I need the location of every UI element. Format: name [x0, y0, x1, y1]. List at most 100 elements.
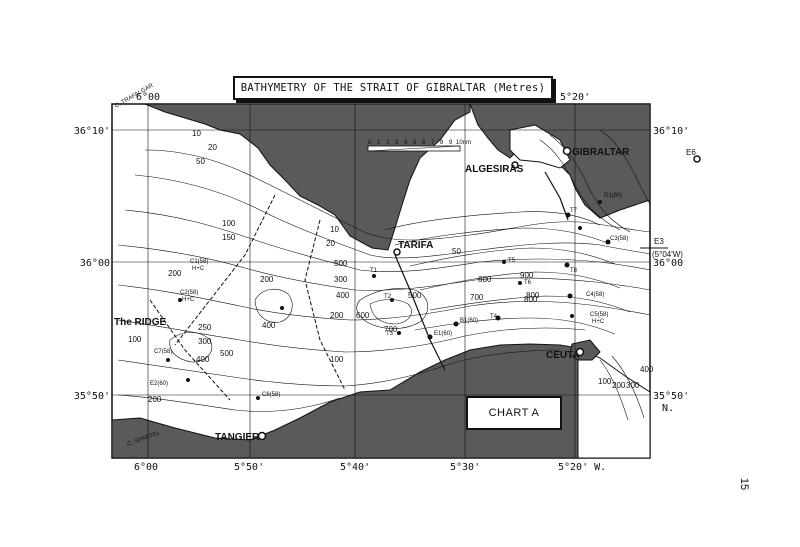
scale-tick-1: 1: [377, 140, 381, 146]
station-label: D1(60): [604, 193, 622, 199]
station-label: T7: [570, 208, 578, 214]
station-label: C4(58): [586, 292, 604, 298]
depth-label: 500: [334, 259, 348, 268]
lon-label-bottom-2: 5°50': [234, 462, 264, 473]
spain-landmass: [144, 103, 471, 251]
station-label: B1(60): [460, 318, 478, 324]
station-label: C5(58): [590, 312, 608, 318]
station-label: T8: [570, 268, 578, 274]
depth-label: 900: [520, 271, 534, 280]
label-ceuta: CEUTA: [546, 350, 580, 361]
depth-label: 400: [336, 291, 350, 300]
depth-label: 600: [478, 275, 492, 284]
chart-label: CHART A: [466, 396, 562, 430]
depth-label: 700: [470, 293, 484, 302]
station-label: T5: [508, 258, 516, 264]
lat-label-right-4: N.: [662, 403, 674, 414]
section-lines: [149, 194, 346, 401]
station-label: E2(60): [150, 381, 168, 387]
lat-label-left-2: 36°00: [80, 258, 110, 269]
depth-label: 100: [222, 219, 236, 228]
scale-tick-6: 6: [422, 140, 426, 146]
depth-label: 20: [208, 143, 217, 152]
map-title: BATHYMETRY OF THE STRAIT OF GIBRALTAR (M…: [233, 76, 553, 100]
depth-label: 100: [598, 377, 612, 386]
depth-label: 200: [260, 275, 274, 284]
scale-tick-2: 2: [386, 140, 390, 146]
station-label: T3: [386, 331, 394, 337]
station-label: C1(58): [190, 259, 208, 265]
depth-label: 300: [626, 381, 640, 390]
station-label: T6: [524, 280, 532, 286]
lat-label-right-3: 35°50': [653, 391, 689, 402]
depth-label: 50: [452, 247, 461, 256]
lon-label-bottom-3: 5°40': [340, 462, 370, 473]
lat-label-left-1: 36°10': [74, 126, 110, 137]
depth-labels: 10 20 50 100 150 200 250 300 400 500 600…: [128, 129, 654, 404]
station-label: C3(58): [610, 236, 628, 242]
depth-label: 400: [262, 321, 276, 330]
station-label: C6(58): [262, 392, 280, 398]
station-label: T2: [384, 294, 392, 300]
lon-label-top-1: 6°00: [136, 92, 160, 103]
label-gibraltar: GIBRALTAR: [572, 147, 630, 158]
station-label: T1: [370, 268, 378, 274]
strait-axis-line: [394, 171, 569, 371]
lat-label-right-2: 36°00: [653, 258, 683, 269]
gibraltar-marker: [562, 146, 572, 156]
scale-tick-9: 9: [449, 140, 453, 146]
lat-label-right-1: 36°10': [653, 126, 689, 137]
depth-label: 400: [640, 365, 654, 374]
depth-label: 700: [384, 325, 398, 334]
scale-tick-4: 4: [404, 140, 408, 146]
label-tarifa: TARIFA: [398, 240, 433, 251]
depth-label: 800: [526, 291, 540, 300]
label-ridge: The RIDGE: [114, 317, 167, 328]
depth-label: 200: [168, 269, 182, 278]
scale-tick-3: 3: [395, 140, 399, 146]
depth-label: 100: [128, 335, 142, 344]
depth-label: 200: [330, 311, 344, 320]
scale-bar: [367, 145, 461, 152]
depth-label: 250: [198, 323, 212, 332]
station-label: C7(58): [154, 349, 172, 355]
station-label: E1(60): [434, 331, 452, 337]
scale-ticks: 0 1 2 3 4 5 6 7 8 9 10nm: [368, 140, 471, 146]
scale-tick-0: 0: [368, 140, 372, 146]
label-algesiras: ALGESIRAS: [465, 164, 524, 175]
depth-label: 10: [330, 225, 339, 234]
ceuta-marker: [575, 347, 585, 357]
depth-label: 150: [222, 233, 236, 242]
depth-label: 50: [196, 157, 205, 166]
depth-label: 300: [198, 337, 212, 346]
lon-label-bottom-5: 5°20' W.: [558, 462, 606, 473]
label-tangier: TANGIER: [215, 432, 260, 443]
lon-label-top-5: 5°20': [560, 92, 590, 103]
depth-label: 500: [220, 349, 234, 358]
lat-label-left-3: 35°50': [74, 391, 110, 402]
station-label: H+C: [192, 266, 205, 272]
depth-label: 800: [524, 295, 538, 304]
page-number: 15: [738, 477, 751, 491]
station-label: C2(58): [180, 290, 198, 296]
station-label: H+C: [182, 297, 195, 303]
depth-contours: [117, 129, 651, 421]
e6-marker: [693, 155, 701, 163]
depth-label: 20: [326, 239, 335, 248]
algesiras-marker: [511, 161, 519, 169]
ceuta-coastal-area: [577, 347, 651, 459]
scale-tick-8: 8: [440, 140, 444, 146]
label-e6: E6: [686, 148, 696, 157]
depth-label: 400: [196, 355, 210, 364]
station-label: T4: [490, 314, 498, 320]
depth-label: 200: [148, 395, 162, 404]
lon-label-bottom-1: 6°00: [134, 462, 158, 473]
label-e3: E3: [654, 237, 664, 246]
scale-tick-5: 5: [413, 140, 417, 146]
depth-label: 500: [408, 291, 422, 300]
depth-label: 10: [192, 129, 201, 138]
scale-tick-7: 7: [431, 140, 435, 146]
station-markers: [166, 200, 611, 400]
scale-tick-10: 10nm: [456, 140, 471, 146]
